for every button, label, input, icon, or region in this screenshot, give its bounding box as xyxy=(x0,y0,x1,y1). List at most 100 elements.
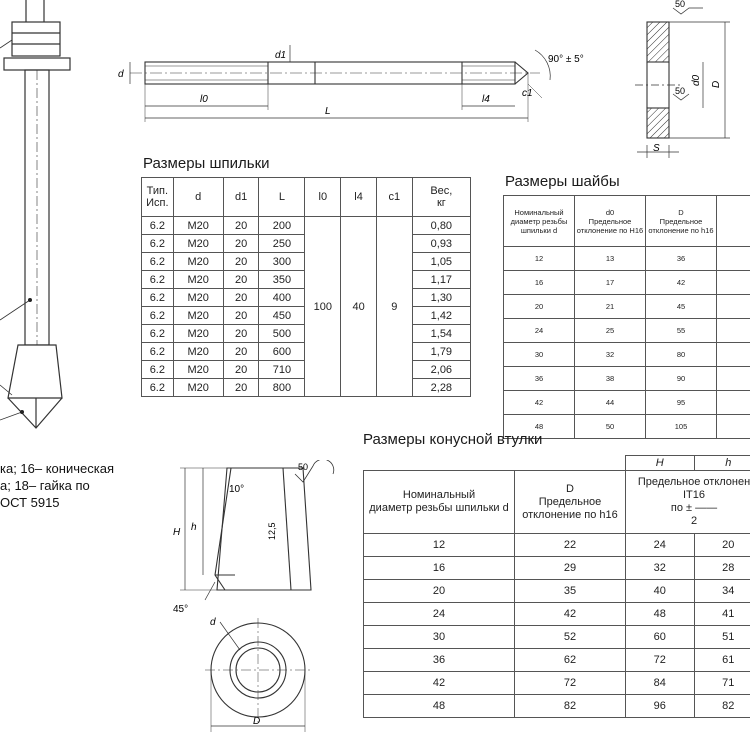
bushing-cell: 62 xyxy=(514,648,626,672)
bushing-table-title: Размеры конусной втулки xyxy=(363,431,543,448)
bushing-cell: 48 xyxy=(363,694,515,718)
stud-cell: 20 xyxy=(222,360,260,379)
stud-header-cell: l0 xyxy=(304,177,342,217)
washer-cell: 44 xyxy=(574,390,646,415)
stud-dim-L: L xyxy=(325,106,331,117)
stud-cell: M20 xyxy=(172,288,224,307)
stud-weight-cell: 2,06 xyxy=(411,360,472,379)
washer-cell: 25 xyxy=(574,318,646,343)
washer-dim-S: S xyxy=(653,143,660,154)
washer-header-cropped xyxy=(716,195,750,247)
bushing-cell: 36 xyxy=(363,648,515,672)
stud-dim-l0: l0 xyxy=(200,94,208,105)
stud-weight-cell: 1,79 xyxy=(411,342,472,361)
washer-cell: 12 xyxy=(503,246,575,271)
stud-cell: 6.2 xyxy=(141,360,174,379)
washer-cell: 38 xyxy=(574,366,646,391)
stud-weight-cell: 0,80 xyxy=(411,216,472,235)
bushing-cell: 48 xyxy=(625,602,695,626)
washer-cell: 36 xyxy=(503,366,575,391)
bushing-roughness: 50 xyxy=(298,462,308,472)
stud-weight-cell: 1,30 xyxy=(411,288,472,307)
washer-cell: 17 xyxy=(574,270,646,295)
washer-cell: 42 xyxy=(645,270,717,295)
washer-table-title: Размеры шайбы xyxy=(505,173,620,190)
stud-cell: M20 xyxy=(172,342,224,361)
bushing-cell: 82 xyxy=(693,694,750,718)
bushing-header-top-cell: h xyxy=(693,455,750,471)
stud-cell: 400 xyxy=(258,288,306,307)
stud-weight-cell: 2,28 xyxy=(411,378,472,397)
stud-drawing: d d1 l0 l4 c1 L 90° ± 5° xyxy=(118,45,584,122)
stud-cell: 20 xyxy=(222,378,260,397)
washer-cell: 45 xyxy=(645,294,717,319)
stud-cell: 200 xyxy=(258,216,306,235)
stud-header-cell: d1 xyxy=(222,177,260,217)
washer-cell: 55 xyxy=(645,318,717,343)
stud-cell: M20 xyxy=(172,270,224,289)
washer-cell: 95 xyxy=(645,390,717,415)
bushing-header-spacer xyxy=(363,455,626,471)
stud-cell: 6.2 xyxy=(141,234,174,253)
stud-merged-cell: 100 xyxy=(304,216,342,397)
stud-cell: 600 xyxy=(258,342,306,361)
stud-header-cell: l4 xyxy=(340,177,377,217)
stud-cell: 6.2 xyxy=(141,306,174,325)
washer-dim-D: D xyxy=(711,81,722,88)
legend-line-1: ка; 16– коническая xyxy=(0,461,114,476)
bushing-cell: 24 xyxy=(363,602,515,626)
washer-cell: 105 xyxy=(645,414,717,439)
stud-weight-cell: 1,05 xyxy=(411,252,472,271)
bushing-cell: 20 xyxy=(693,533,750,557)
bushing-dim-D: D xyxy=(253,716,260,727)
washer-cell: 90 xyxy=(645,366,717,391)
washer-cell: 80 xyxy=(645,342,717,367)
stud-table-title: Размеры шпильки xyxy=(143,155,270,172)
legend-text: ка; 16– коническая а; 18– гайка по ОСТ 5… xyxy=(0,460,114,511)
stud-cell: M20 xyxy=(172,216,224,235)
stud-dim-d1: d1 xyxy=(275,50,286,61)
bushing-cell: 30 xyxy=(363,625,515,649)
washer-drawing: 50 50 d0 D S xyxy=(635,0,730,158)
stud-cell: 6.2 xyxy=(141,378,174,397)
washer-cell: 36 xyxy=(645,246,717,271)
washer-cell-cropped xyxy=(716,342,750,367)
washer-cell-cropped xyxy=(716,414,750,439)
washer-roughness-mid: 50 xyxy=(675,86,685,96)
bushing-cell: 96 xyxy=(625,694,695,718)
stud-header-cell: Тип.Исп. xyxy=(141,177,174,217)
stud-cell: 6.2 xyxy=(141,270,174,289)
stud-merged-cell: 9 xyxy=(375,216,413,397)
washer-cell: 42 xyxy=(503,390,575,415)
stud-cell: 6.2 xyxy=(141,324,174,343)
washer-cell: 16 xyxy=(503,270,575,295)
stud-cell: M20 xyxy=(172,306,224,325)
washer-bottom-section xyxy=(646,107,670,139)
bushing-dim-H: H xyxy=(173,527,181,538)
bushing-cell: 40 xyxy=(625,579,695,603)
bushing-cell: 61 xyxy=(693,648,750,672)
washer-cell: 13 xyxy=(574,246,646,271)
washer-cell: 48 xyxy=(503,414,575,439)
bushing-angle-10: 10° xyxy=(229,484,244,495)
stud-cell: 300 xyxy=(258,252,306,271)
